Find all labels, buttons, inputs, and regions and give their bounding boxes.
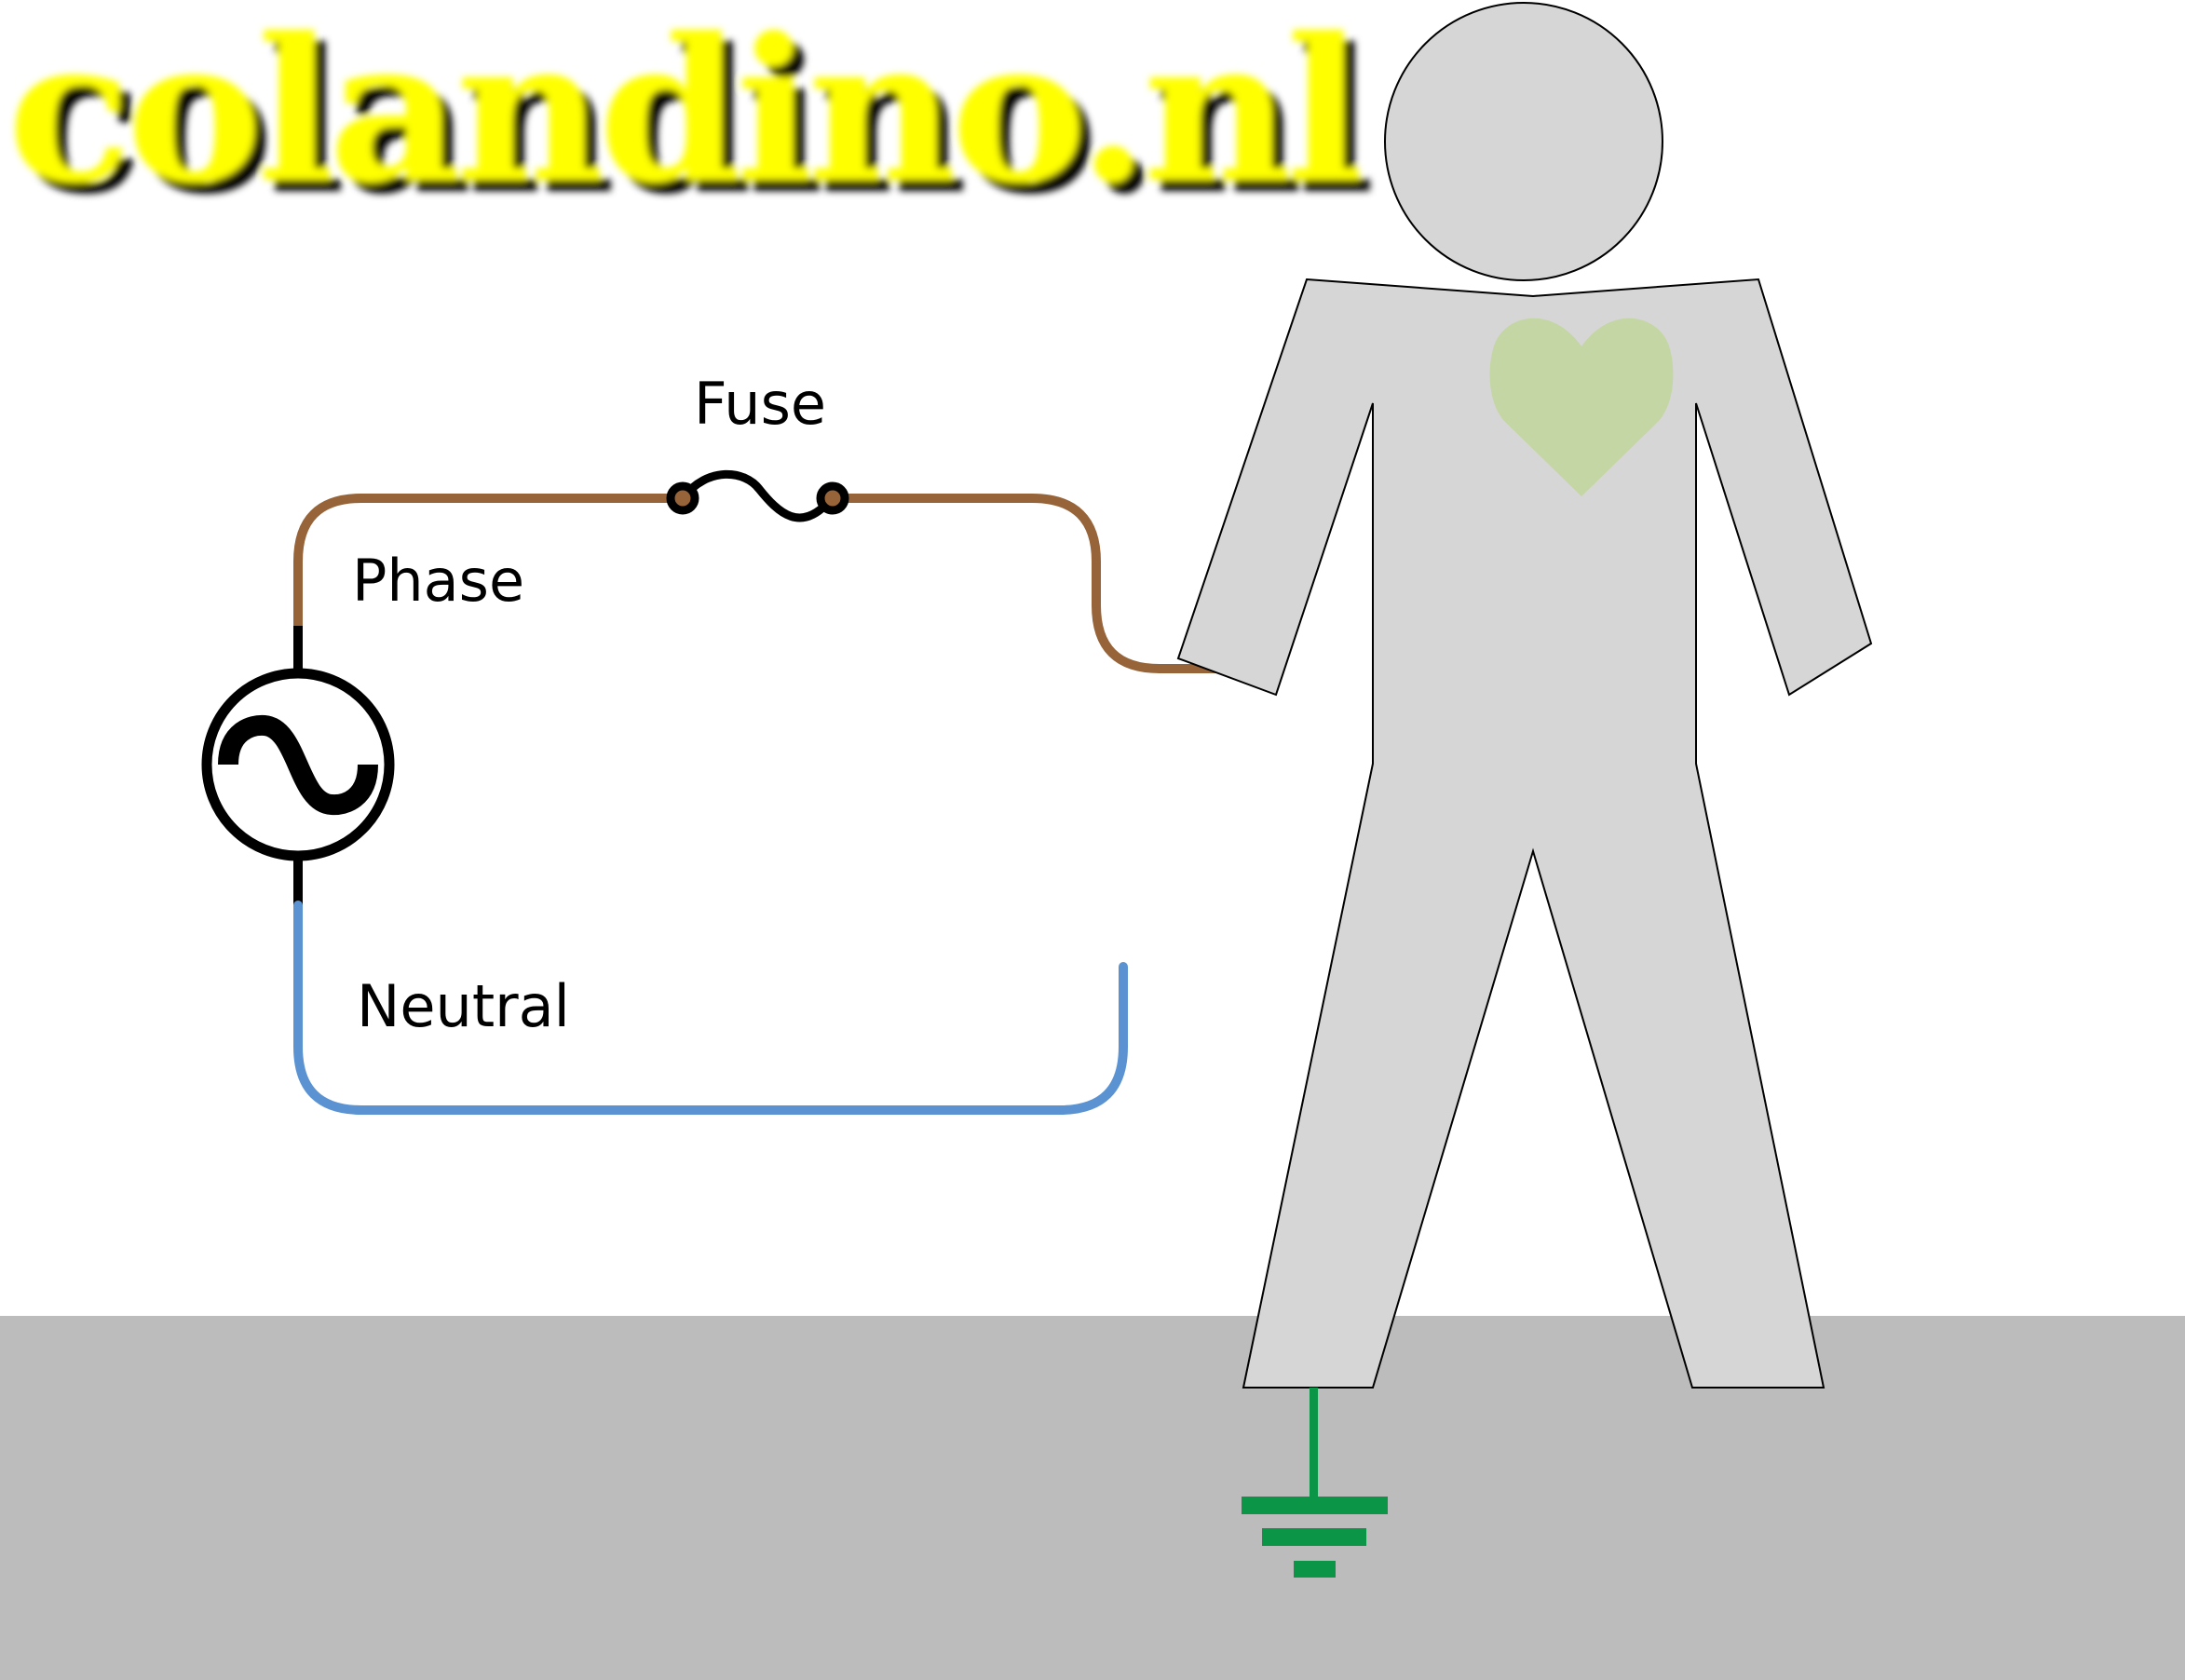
neutral-wire (293, 901, 1128, 1115)
logo-shadow: colandino.nl (19, 6, 1371, 237)
person-figure (1176, 2, 1873, 1389)
phase-label: Phase (352, 547, 524, 615)
neutral-label: Neutral (357, 972, 570, 1040)
fuse-icon (666, 469, 849, 522)
person-body (1176, 278, 1873, 1389)
earth-ground-icon (1242, 1388, 1388, 1578)
heart-icon (1489, 318, 1674, 496)
ground-area (0, 1316, 2185, 1680)
ac-source-icon (201, 668, 395, 861)
logo-text: colandino.nl (7, 0, 1360, 226)
phase-wire (293, 494, 1225, 673)
fuse-label: Fuse (694, 370, 826, 438)
logo: colandino.nl colandino.nl (7, 0, 1377, 237)
person-head (1384, 2, 1663, 281)
